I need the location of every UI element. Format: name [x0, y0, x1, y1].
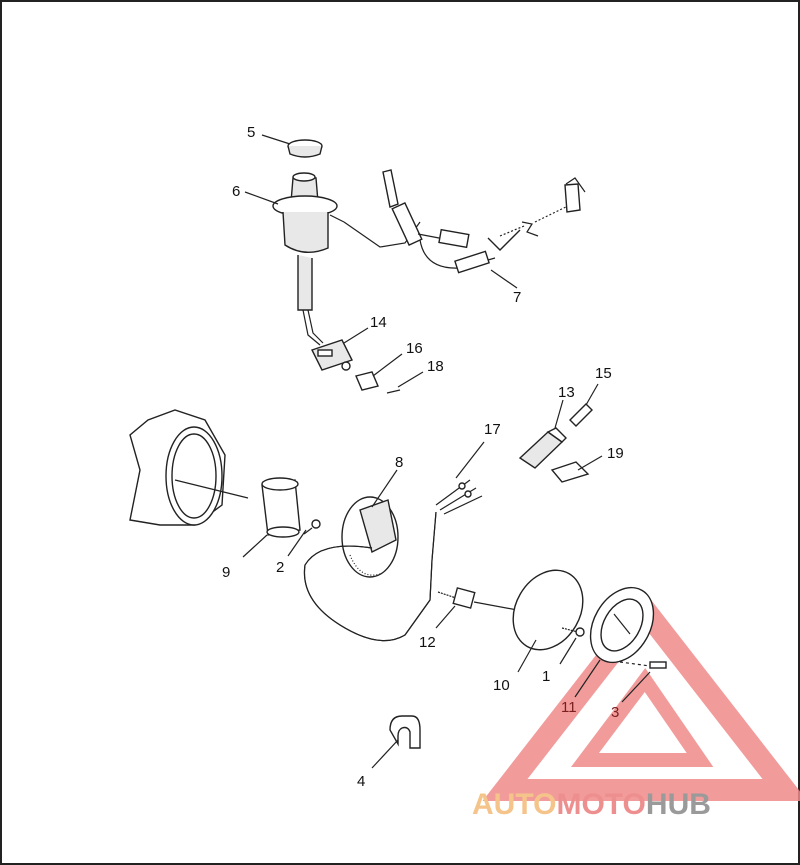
callout-1: 1: [542, 668, 550, 685]
part-6-coil: [272, 172, 345, 346]
callout-11: 11: [561, 699, 577, 716]
part-7-wires: [343, 169, 586, 274]
watermark-inner-triangle-icon: [571, 668, 714, 767]
part-19-plate: [550, 461, 590, 483]
callout-15: 15: [595, 365, 612, 382]
part-16-clip: [355, 371, 379, 391]
watermark-part1: AUTO: [472, 788, 556, 821]
part-10-cover-plate: [512, 569, 584, 651]
callout-3: 3: [611, 704, 619, 721]
part-1-screw: [561, 627, 585, 637]
watermark-part3: HUB: [646, 788, 711, 821]
part-11-timer-cover: [589, 586, 655, 664]
engine-case-section: [129, 409, 226, 526]
callout-7: 7: [513, 289, 521, 306]
part-14-module: [311, 339, 353, 371]
part-15-terminal: [569, 403, 593, 427]
part-12-standoff: [437, 587, 476, 609]
callout-5: 5: [247, 124, 255, 141]
callout-14: 14: [370, 314, 387, 331]
callout-10: 10: [493, 677, 510, 694]
callout-12: 12: [419, 634, 436, 651]
watermark-part2: MOTO: [556, 788, 645, 821]
callout-16: 16: [406, 340, 423, 357]
part-5-cap: [287, 139, 323, 158]
part-3-rivet: [619, 661, 667, 669]
part-17-leads: [435, 479, 483, 515]
callout-13: 13: [558, 384, 575, 401]
part-2-screw: [303, 519, 321, 535]
callout-18: 18: [427, 358, 444, 375]
callout-9: 9: [222, 564, 230, 581]
callout-6: 6: [232, 183, 240, 200]
part-18-pin: [386, 389, 401, 394]
part-13-connector: [518, 427, 567, 469]
part-9-sleeve: [261, 477, 301, 538]
callout-labels: 5 6 7 14 16 18 13 15 17 19 8 9 2 12 10 1…: [222, 124, 624, 790]
callout-17: 17: [484, 421, 501, 438]
callout-2: 2: [276, 559, 284, 576]
watermark-text: AUTOMOTOHUB: [472, 788, 711, 821]
part-8-sensor-plate: [303, 496, 437, 642]
watermark-triangle-icon: [482, 592, 800, 801]
callout-4: 4: [357, 773, 365, 790]
watermark-logo: [482, 592, 800, 801]
callout-8: 8: [395, 454, 403, 471]
callout-19: 19: [607, 445, 624, 462]
